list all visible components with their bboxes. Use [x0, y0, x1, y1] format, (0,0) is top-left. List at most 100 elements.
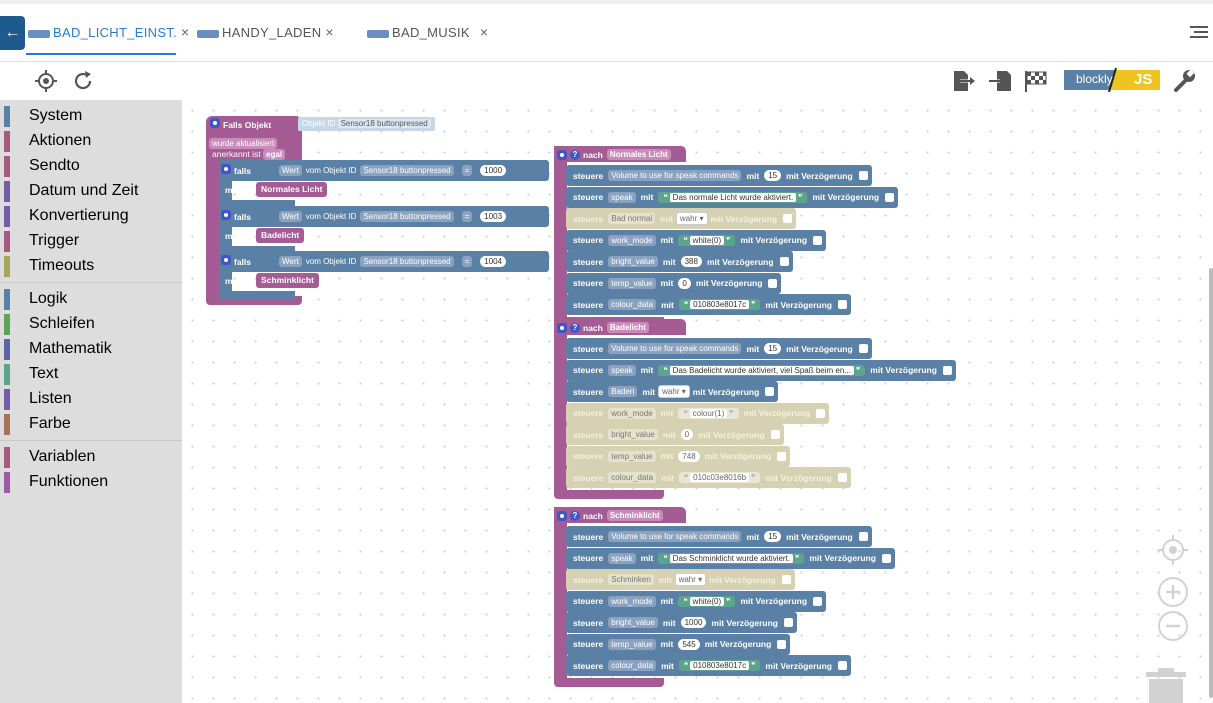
refresh-icon[interactable] [70, 68, 96, 94]
object-id-field[interactable]: Sensor18 buttonpressed [360, 165, 454, 176]
compare-value[interactable]: 1000 [480, 165, 507, 176]
compare-value[interactable]: 1004 [480, 256, 507, 267]
help-icon[interactable]: ? [570, 510, 580, 521]
category-schleifen[interactable]: Schleifen [0, 312, 182, 337]
string-value[interactable]: white(0) [689, 596, 725, 606]
wert-dropdown[interactable]: Wert [279, 211, 302, 222]
delay-checkbox[interactable] [858, 344, 868, 353]
objekt-id-value[interactable]: Sensor18 buttonpressed [337, 119, 431, 128]
delay-checkbox[interactable] [858, 532, 868, 541]
category-mathematik[interactable]: Mathematik [0, 337, 182, 362]
operator-dropdown[interactable]: = [461, 256, 473, 267]
delay-checkbox[interactable] [777, 639, 787, 649]
category-logik[interactable]: Logik [0, 287, 182, 312]
number-value[interactable]: 15 [764, 170, 782, 181]
boolean-dropdown[interactable]: wahr ▾ [675, 212, 708, 225]
recenter-icon[interactable] [1157, 534, 1189, 566]
wurde-dropdown[interactable]: wurde aktualisiert [209, 133, 278, 151]
tab-close-icon[interactable]: × [479, 24, 489, 40]
string-value-block[interactable]: ❝Das normale Licht wurde aktiviert.❞ [658, 191, 808, 203]
compare-value[interactable]: 1003 [480, 211, 507, 222]
delay-checkbox[interactable] [942, 365, 952, 375]
category-listen[interactable]: Listen [0, 387, 182, 412]
function-name-field[interactable]: Normales Licht [606, 149, 671, 160]
call-function-block[interactable]: Badelicht [256, 228, 305, 243]
state-select-field[interactable]: work_mode [608, 234, 656, 246]
state-select-field[interactable]: temp_value [608, 277, 656, 289]
category-variablen[interactable]: Variablen [0, 445, 182, 470]
state-select-field[interactable]: Volume to use for speak commands [608, 343, 742, 354]
delay-checkbox[interactable] [881, 553, 891, 563]
crosshair-icon[interactable] [33, 68, 59, 94]
menu-icon[interactable] [1190, 26, 1208, 40]
anerkannt-dropdown[interactable]: egal [263, 149, 286, 160]
state-select-field[interactable]: Baden [608, 386, 638, 397]
gear-icon[interactable] [210, 118, 220, 128]
state-select-field[interactable]: bright_value [608, 256, 658, 267]
state-select-field[interactable]: speak [608, 552, 636, 564]
delay-checkbox[interactable] [813, 235, 823, 245]
string-value-block[interactable]: ❝white(0)❞ [678, 595, 736, 607]
delay-checkbox[interactable] [768, 278, 778, 288]
number-value[interactable]: 0 [678, 277, 691, 289]
state-select-field[interactable]: Schminken [608, 574, 654, 585]
delay-checkbox[interactable] [770, 430, 780, 439]
back-button[interactable]: ← [0, 16, 25, 50]
string-value-block[interactable]: ❝colour(1)❞ [678, 407, 739, 419]
number-value[interactable]: 15 [764, 531, 782, 542]
category-datum-und-zeit[interactable]: Datum und Zeit [0, 179, 182, 204]
state-select-field[interactable]: Bad normal [608, 213, 656, 224]
delay-checkbox[interactable] [837, 300, 847, 309]
delay-checkbox[interactable] [813, 596, 823, 606]
function-name-field[interactable]: Badelicht [606, 322, 649, 333]
wert-dropdown[interactable]: Wert [279, 256, 302, 267]
tab-handy-laden[interactable]: HANDY_LADEN× [197, 18, 334, 48]
string-value-block[interactable]: ❝010c03e8016b❞ [678, 472, 761, 483]
string-value[interactable]: 010803e8017c [690, 661, 750, 670]
string-value[interactable]: white(0) [689, 235, 725, 245]
call-function-block[interactable]: Schminklicht [256, 273, 319, 288]
wrench-icon[interactable] [1171, 68, 1197, 94]
state-select-field[interactable]: colour_data [608, 660, 657, 671]
zoom-out-icon[interactable] [1157, 610, 1189, 642]
help-icon[interactable]: ? [570, 149, 580, 160]
gear-icon[interactable] [557, 510, 567, 521]
state-select-field[interactable]: speak [608, 191, 636, 203]
number-value[interactable]: 1000 [680, 617, 707, 628]
operator-dropdown[interactable]: = [461, 211, 473, 222]
delay-checkbox[interactable] [777, 451, 787, 461]
category-system[interactable]: System [0, 104, 182, 129]
tab-bad-musik[interactable]: BAD_MUSIK× [367, 18, 488, 48]
boolean-dropdown[interactable]: wahr ▾ [674, 573, 707, 586]
delay-checkbox[interactable] [765, 387, 775, 396]
state-select-field[interactable]: work_mode [608, 407, 656, 419]
string-value[interactable]: 010c03e8016b [690, 473, 750, 482]
zoom-in-icon[interactable] [1157, 576, 1189, 608]
string-value-block[interactable]: ❝Das Badelicht wurde aktiviert, viel Spa… [658, 364, 866, 376]
string-value[interactable]: 010803e8017c [690, 300, 750, 309]
objekt-id-block[interactable]: Objekt ID Sensor18 buttonpressed [298, 117, 435, 131]
gear-icon[interactable] [221, 164, 231, 174]
delay-checkbox[interactable] [781, 575, 791, 584]
category-text[interactable]: Text [0, 362, 182, 387]
delay-checkbox[interactable] [783, 618, 793, 627]
gear-icon[interactable] [557, 149, 567, 160]
wert-dropdown[interactable]: Wert [279, 165, 302, 176]
boolean-dropdown[interactable]: wahr ▾ [658, 385, 690, 398]
string-value-block[interactable]: ❝Das Schminklicht wurde aktiviert.❞ [658, 552, 805, 564]
category-trigger[interactable]: Trigger [0, 229, 182, 254]
workspace-scrollbar[interactable] [1209, 268, 1213, 698]
category-timeouts[interactable]: Timeouts [0, 254, 182, 279]
